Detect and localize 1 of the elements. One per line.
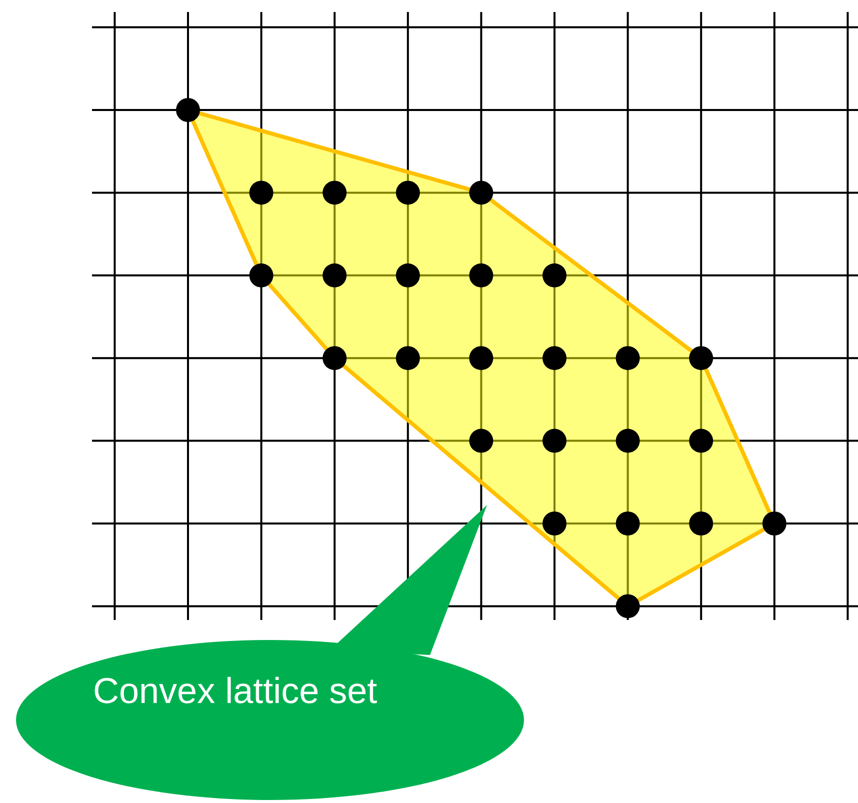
callout-text: Convex lattice set: [93, 670, 378, 712]
